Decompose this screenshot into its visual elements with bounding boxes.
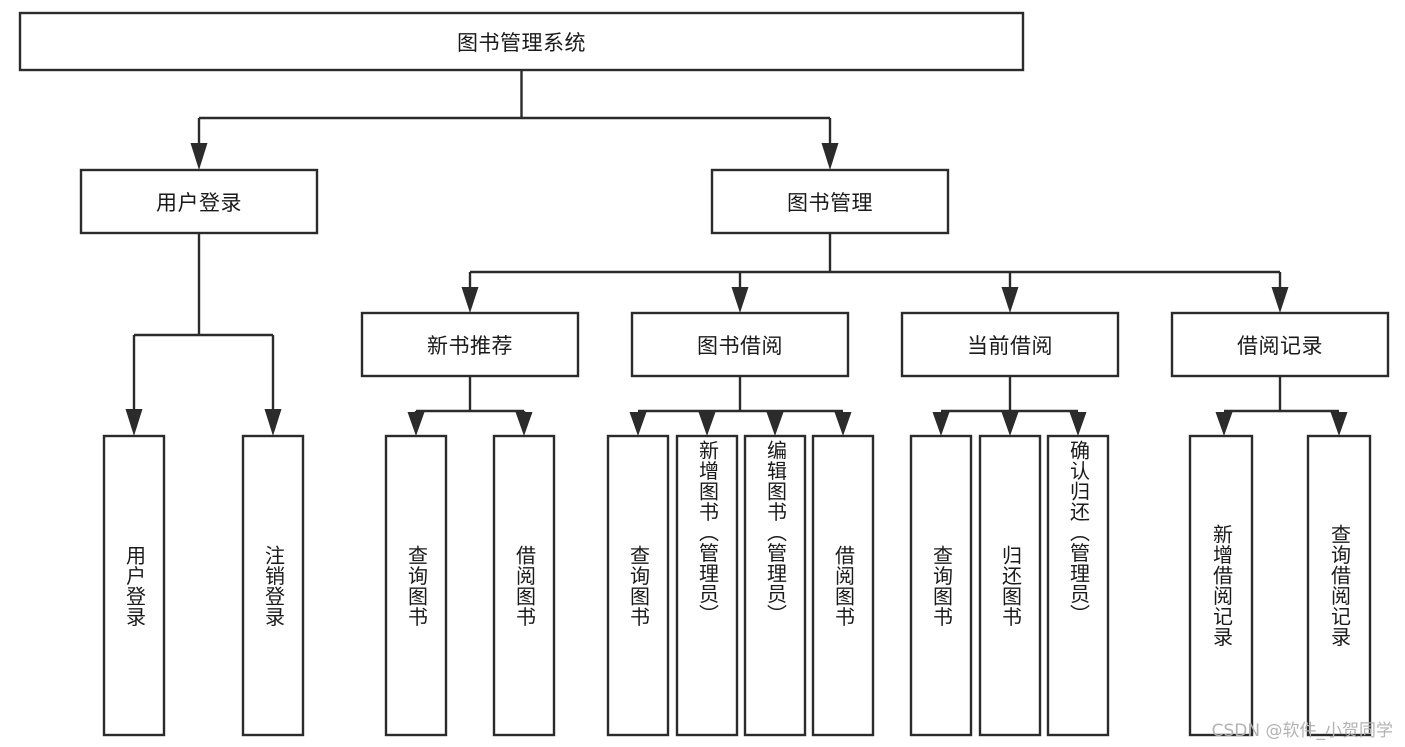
connector-new-book-recommend-to-leaves <box>407 376 533 436</box>
arrow-head-leaf-query-book-3 <box>932 412 950 436</box>
node-box-borrow-record[interactable] <box>1170 311 1390 378</box>
node-box-root[interactable] <box>18 11 1025 72</box>
node-box-leaf-confirm-return[interactable] <box>1046 434 1110 737</box>
node-box-leaf-return-book[interactable] <box>978 434 1042 737</box>
connector-current-borrow-to-leaves <box>932 376 1087 436</box>
node-box-leaf-edit-book[interactable] <box>743 434 807 737</box>
arrow-head-leaf-user-login <box>125 409 143 436</box>
node-box-book-manage[interactable] <box>710 168 950 235</box>
node-box-leaf-add-book[interactable] <box>675 434 739 737</box>
arrow-head-book-manage <box>821 143 839 170</box>
connector-borrow-record-to-leaves <box>1215 376 1348 436</box>
arrow-head-leaf-logout <box>264 409 282 436</box>
arrow-head-leaf-query-record <box>1330 412 1348 436</box>
node-box-leaf-query-book-1[interactable] <box>384 434 448 737</box>
node-box-leaf-add-record[interactable] <box>1188 434 1254 737</box>
connector-user-login-to-leaves <box>125 233 282 436</box>
node-box-leaf-borrow-book-2[interactable] <box>811 434 875 737</box>
node-box-book-borrow[interactable] <box>630 311 850 378</box>
arrow-head-leaf-borrow-book-1 <box>515 412 533 436</box>
node-box-leaf-borrow-book-1[interactable] <box>492 434 556 737</box>
arrow-head-leaf-query-book-2 <box>629 412 647 436</box>
arrow-head-user-login <box>190 143 208 170</box>
arrow-head-leaf-confirm-return <box>1069 412 1087 436</box>
connector-book-manage-to-level3 <box>461 233 1289 313</box>
arrow-head-current-borrow <box>1001 287 1019 313</box>
arrow-head-leaf-return-book <box>1001 412 1019 436</box>
arrow-head-leaf-query-book-1 <box>407 412 425 436</box>
node-box-current-borrow[interactable] <box>900 311 1120 378</box>
node-box-new-book-recommend[interactable] <box>360 311 580 378</box>
arrow-head-leaf-borrow-book-2 <box>834 412 852 436</box>
connector-book-borrow-to-leaves <box>629 376 852 436</box>
arrow-head-borrow-record <box>1271 287 1289 313</box>
arrow-head-book-borrow <box>731 287 749 313</box>
arrow-head-leaf-add-record <box>1215 412 1233 436</box>
arrow-head-leaf-add-book <box>698 412 716 436</box>
arrow-head-leaf-edit-book <box>766 412 784 436</box>
node-box-leaf-logout[interactable] <box>241 434 305 737</box>
node-box-leaf-user-login[interactable] <box>102 434 166 737</box>
arrow-head-new-book-recommend <box>461 287 479 313</box>
node-box-leaf-query-book-3[interactable] <box>909 434 973 737</box>
node-box-leaf-query-book-2[interactable] <box>606 434 670 737</box>
node-box-leaf-query-record[interactable] <box>1306 434 1372 737</box>
connector-root-to-level2 <box>190 70 839 170</box>
node-box-user-login[interactable] <box>79 168 319 235</box>
